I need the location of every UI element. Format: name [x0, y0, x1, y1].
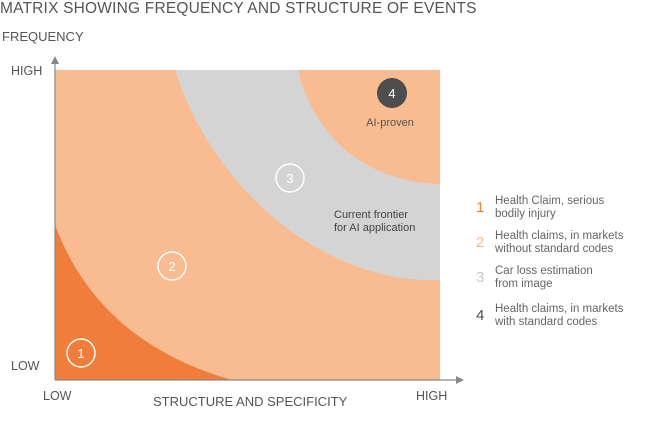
- region-4-marker: [377, 78, 407, 108]
- region-2-number: 2: [168, 259, 175, 274]
- region-1-number: 1: [77, 346, 84, 361]
- legend-number-4: 4: [476, 307, 485, 324]
- x-axis-arrow: [456, 376, 464, 384]
- region-1-marker: [66, 338, 96, 368]
- y-axis-arrow: [51, 56, 59, 64]
- ai-proven-label: AI-proven: [366, 117, 414, 129]
- region-3-number: 3: [286, 171, 293, 186]
- legend-text-1: Health Claim, serious bodily injury: [495, 195, 605, 220]
- x-axis-label: STRUCTURE AND SPECIFICITY: [153, 394, 348, 409]
- region-3-area: [175, 70, 440, 281]
- legend-number-2: 2: [476, 234, 485, 251]
- chart-title: MATRIX SHOWING FREQUENCY AND STRUCTURE O…: [0, 0, 477, 17]
- y-axis-low-label: LOW: [11, 359, 40, 373]
- legend-text-3: Car loss estimation from image: [495, 265, 593, 290]
- current-frontier-line: for AI application: [334, 222, 415, 234]
- x-axis-low-label: LOW: [43, 389, 72, 403]
- legend-number-3: 3: [476, 269, 485, 286]
- region-2-marker: [157, 251, 187, 281]
- legend-text-2: Health claims, in markets without standa…: [495, 230, 624, 255]
- region-3-marker: [275, 163, 305, 193]
- region-1-area: [55, 225, 232, 380]
- y-axis-label: FREQUENCY: [2, 29, 84, 44]
- legend-number-1: 1: [476, 199, 485, 216]
- x-axis-high-label: HIGH: [416, 389, 448, 403]
- y-axis-high-label: HIGH: [11, 64, 43, 78]
- region-4-number: 4: [388, 86, 395, 101]
- legend-text-4: Health claims, in markets with standard …: [495, 303, 624, 328]
- current-frontier-line: Current frontier: [334, 209, 408, 221]
